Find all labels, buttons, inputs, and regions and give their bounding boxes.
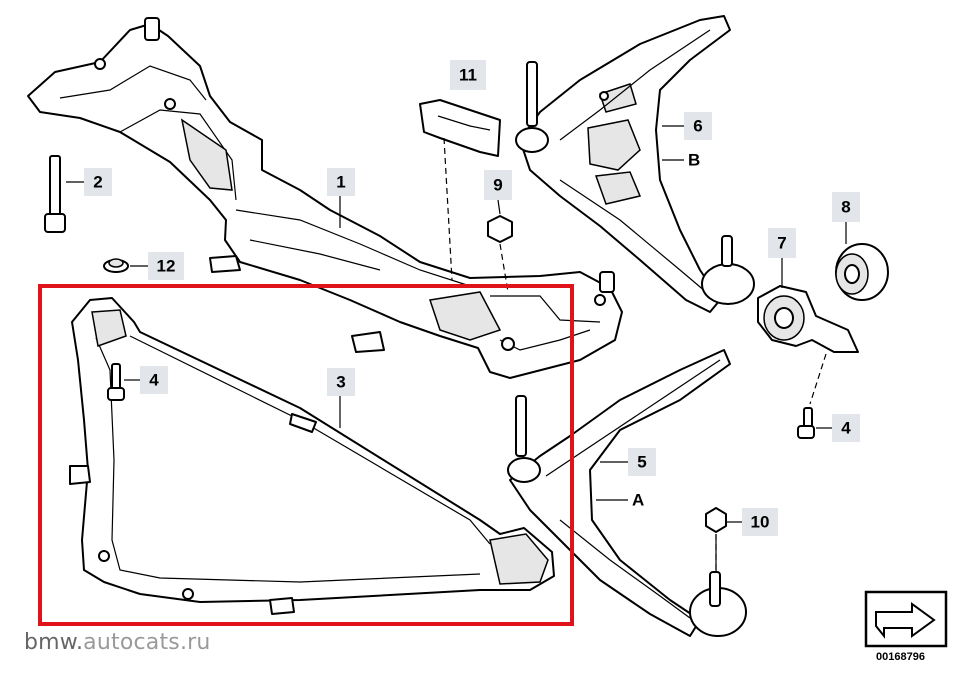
svg-text:9: 9 [493, 176, 502, 195]
callout-12: 12 [148, 252, 184, 280]
callout-10: 10 [742, 508, 778, 536]
diagram-number: 00168796 [876, 651, 925, 663]
svg-text:4: 4 [841, 419, 851, 438]
highlight-frame [38, 284, 574, 626]
svg-text:11: 11 [459, 66, 477, 85]
callout-7: 7 [768, 228, 796, 258]
callout-11: 11 [450, 60, 486, 90]
front-axle-carrier [27, 17, 623, 379]
nut-10 [705, 507, 727, 533]
callout-8: 8 [832, 192, 860, 222]
callout-5: 5 [628, 448, 656, 476]
svg-text:3: 3 [336, 373, 345, 392]
svg-text:4: 4 [149, 371, 159, 390]
bushing-with-bracket [757, 285, 859, 353]
watermark: bmw.autocats.ru [24, 630, 211, 655]
label-b: B [688, 151, 700, 170]
control-arm-lower [507, 349, 747, 637]
svg-text:12: 12 [157, 257, 176, 276]
arrow-icon[interactable] [864, 590, 948, 648]
nut-9 [487, 215, 513, 243]
control-arm-upper [515, 15, 755, 313]
rubber-mount [835, 243, 889, 301]
callout-4-left: 4 [140, 366, 168, 394]
svg-text:8: 8 [841, 198, 850, 217]
callout-3: 3 [327, 368, 355, 396]
bolt-4-right [797, 407, 815, 439]
bolt-4-left [107, 363, 125, 401]
svg-text:7: 7 [777, 234, 786, 253]
svg-text:1: 1 [336, 173, 345, 192]
washer-nut-12 [103, 258, 129, 273]
svg-text:10: 10 [751, 513, 770, 532]
bolt-2 [44, 155, 66, 233]
callout-4-right: 4 [832, 414, 860, 442]
bracket-11 [419, 99, 501, 157]
callout-1: 1 [327, 168, 355, 196]
callout-9: 9 [484, 170, 512, 200]
svg-text:5: 5 [637, 453, 646, 472]
svg-text:2: 2 [93, 173, 102, 192]
svg-text:6: 6 [693, 117, 702, 136]
callout-6: 6 [684, 112, 712, 140]
callout-2: 2 [84, 168, 112, 196]
reinforcement-plate [69, 297, 555, 615]
label-a: A [632, 491, 644, 510]
